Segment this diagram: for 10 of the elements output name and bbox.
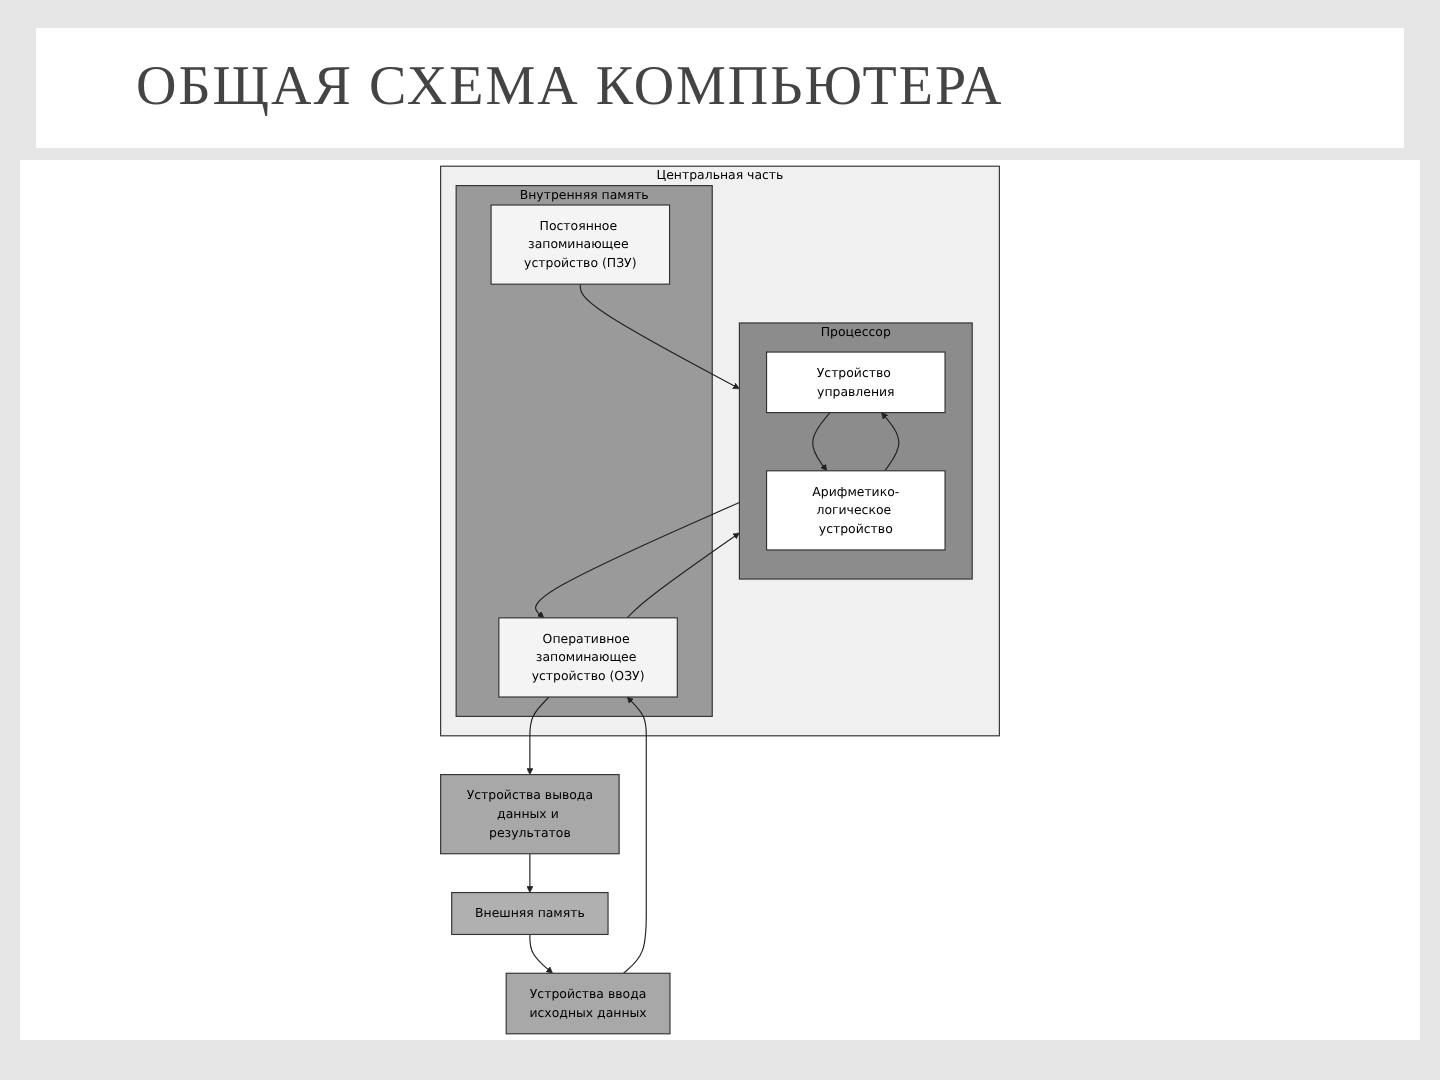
arrow — [526, 853, 534, 893]
title: ОБЩАЯ СХЕМА КОМПЬЮТЕРА — [36, 28, 1404, 148]
arrow — [526, 696, 550, 775]
arrow — [812, 412, 831, 472]
arrow — [534, 501, 740, 619]
arrow — [579, 283, 740, 389]
arrow — [626, 532, 740, 619]
arrow — [881, 412, 900, 472]
arrow — [622, 696, 647, 974]
arrow — [529, 933, 553, 974]
